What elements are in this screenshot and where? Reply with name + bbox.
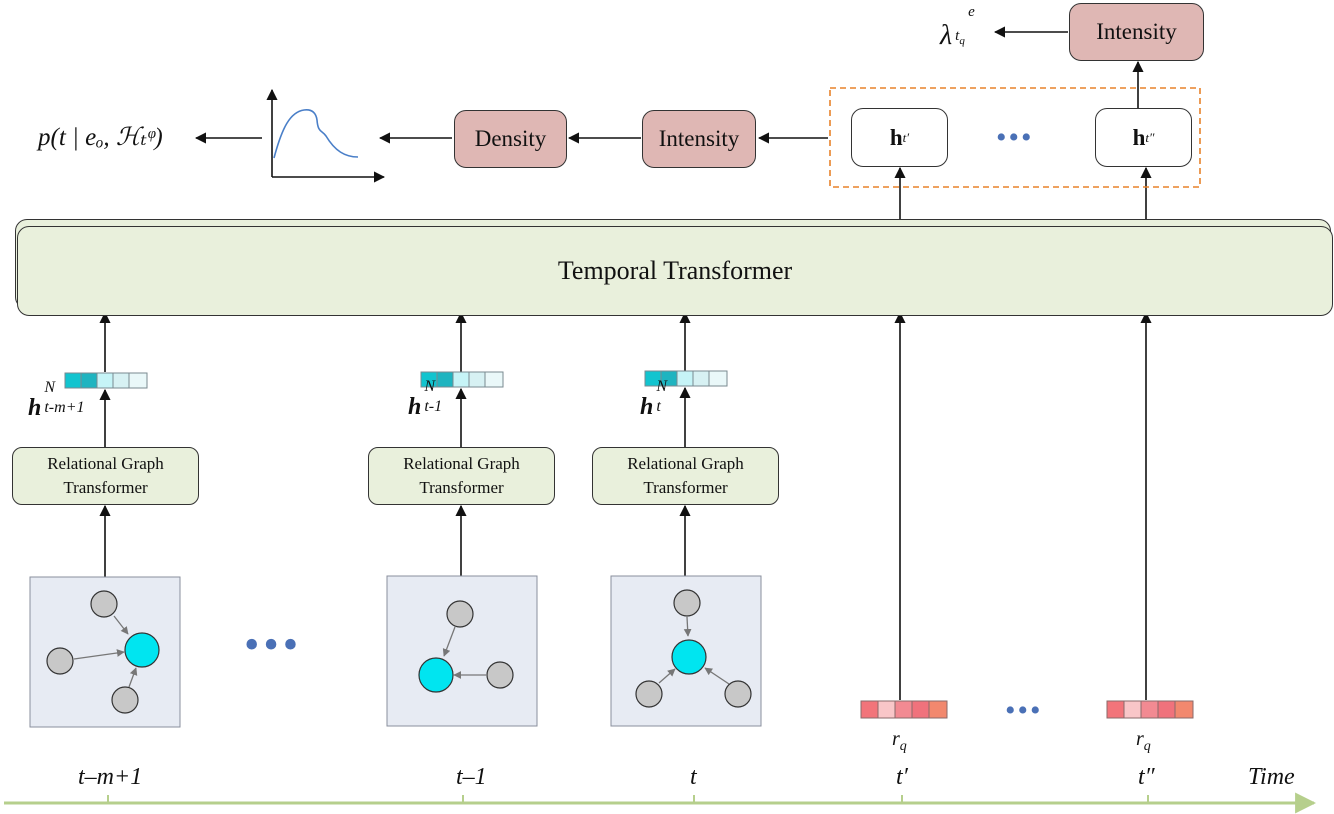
embed-vector-2 — [420, 371, 504, 388]
rgt-label-1: Relational Graph Transformer — [47, 454, 164, 497]
time-label-1: t–m+1 — [78, 764, 143, 790]
embed-vector-1 — [64, 372, 148, 389]
hidden-states-group — [829, 87, 1201, 188]
query-label-2: rq — [1136, 728, 1151, 754]
time-label-2: t–1 — [456, 764, 487, 790]
snapshot-ellipsis: ••• — [244, 620, 303, 669]
time-label-4: t′ — [896, 764, 908, 790]
rgt-block-1: Relational Graph Transformer — [12, 447, 199, 505]
time-axis-label: Time — [1248, 764, 1295, 790]
embed-vector-3 — [644, 370, 728, 387]
rgt-block-3: Relational Graph Transformer — [592, 447, 779, 505]
temporal-transformer-block: Temporal Transformer — [17, 226, 1333, 316]
density-output-formula: p(t | eₒ, ℋₜᵠ) — [38, 124, 163, 151]
graph-snapshot-1 — [29, 576, 181, 728]
query-ellipsis: ••• — [1005, 694, 1043, 727]
query-vector-2 — [1106, 700, 1194, 719]
rgt-label-2: Relational Graph Transformer — [403, 454, 520, 497]
query-label-1: rq — [892, 728, 907, 754]
graph-snapshot-2 — [386, 575, 538, 727]
temporal-transformer-label: Temporal Transformer — [557, 256, 793, 285]
time-label-5: t″ — [1138, 764, 1155, 790]
hidden-states-ellipsis: ••• — [996, 121, 1034, 154]
time-label-3: t — [690, 764, 697, 790]
density-box: Density — [454, 110, 567, 168]
query-intensity-box: Intensity — [1069, 3, 1204, 61]
query-vector-1 — [860, 700, 948, 719]
density-plot-icon — [266, 88, 386, 183]
intensity-box: Intensity — [642, 110, 756, 168]
rgt-block-2: Relational Graph Transformer — [368, 447, 555, 505]
graph-snapshot-3 — [610, 575, 762, 727]
time-axis-ticks — [107, 795, 1149, 803]
rgt-label-3: Relational Graph Transformer — [627, 454, 744, 497]
